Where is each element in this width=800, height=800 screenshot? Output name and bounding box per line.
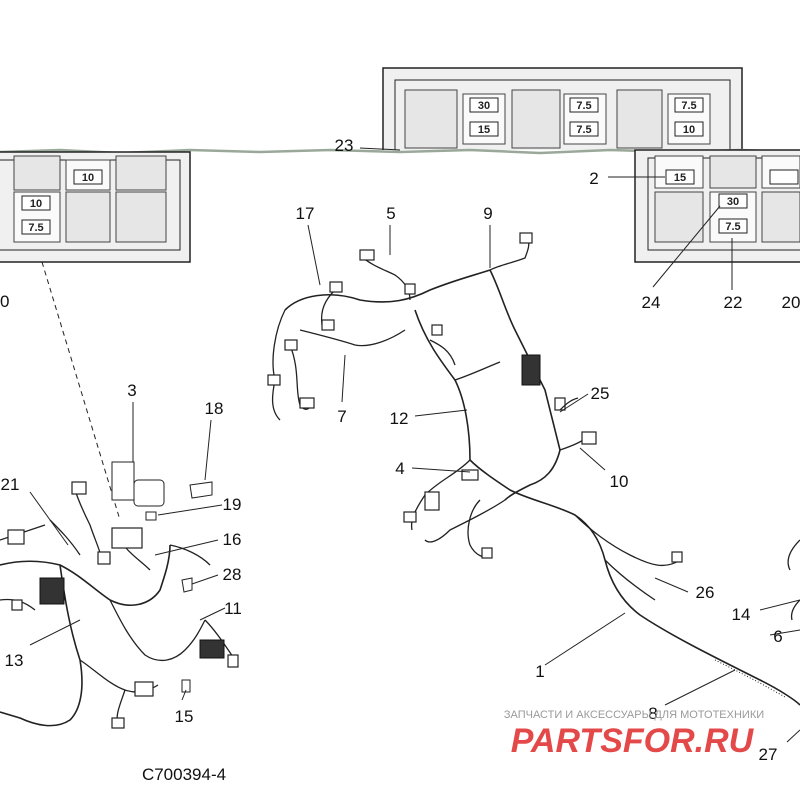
callout-21: 21	[1, 475, 20, 494]
callout-6: 6	[773, 627, 782, 646]
fuse-label: 30	[478, 100, 490, 112]
watermark-tagline: ЗАПЧАСТИ И АКСЕССУАРЫ ДЛЯ МОТОТЕХНИКИ	[504, 709, 764, 721]
fuse-label: 15	[674, 172, 686, 184]
callout-17: 17	[296, 204, 315, 223]
callout-18: 18	[205, 399, 224, 418]
callout-25: 25	[591, 384, 610, 403]
callout-23: 23	[335, 136, 354, 155]
harness-right-edge	[787, 539, 800, 621]
fuse-label: 7.5	[725, 221, 740, 233]
callout-13: 13	[5, 651, 24, 670]
callout-4: 4	[395, 459, 404, 478]
fuse-box-left: 10 10 7.5	[0, 151, 191, 263]
callout-20-left: 20	[0, 292, 9, 311]
callout-5: 5	[386, 204, 395, 223]
fuse-label: 10	[82, 172, 94, 184]
fuse-label: 7.5	[576, 100, 591, 112]
callout-26: 26	[696, 583, 715, 602]
projection-dashed-line	[41, 261, 121, 521]
fuse-label: 15	[478, 124, 490, 136]
harness-upper	[267, 232, 566, 461]
callout-28: 28	[223, 565, 242, 584]
callout-19: 19	[223, 495, 242, 514]
callout-14: 14	[732, 605, 751, 624]
callout-1: 1	[535, 662, 544, 681]
callout-7: 7	[337, 407, 346, 426]
fuse-label: 30	[727, 196, 739, 208]
callout-12: 12	[390, 409, 409, 428]
fuse-box-right: 15 30 7.5	[634, 149, 800, 263]
callout-15: 15	[175, 707, 194, 726]
fuse-label: 10	[683, 124, 695, 136]
watermark-logo: PARTSFOR.RU	[511, 722, 755, 760]
callout-10: 10	[610, 472, 629, 491]
fuse-label: 7.5	[681, 100, 696, 112]
callout-8: 8	[648, 704, 657, 723]
fuse-label: 10	[30, 198, 42, 210]
fuse-box-top: 30 15 7.5 7.5 7.5 10	[382, 67, 743, 150]
callout-22: 22	[724, 293, 743, 312]
callout-3: 3	[127, 381, 136, 400]
callout-16: 16	[223, 530, 242, 549]
watermark: ЗАПЧАСТИ И АКСЕССУАРЫ ДЛЯ МОТОТЕХНИКИ PA…	[504, 709, 764, 760]
harness-center	[403, 397, 800, 706]
fuse-label: 7.5	[28, 222, 43, 234]
callout-20-right: 20	[782, 293, 800, 312]
callout-24: 24	[642, 293, 661, 312]
callout-11: 11	[224, 599, 242, 618]
callout-9: 9	[483, 204, 492, 223]
fuse-puller-part	[111, 461, 135, 501]
callout-27: 27	[759, 745, 778, 764]
small-parts	[111, 461, 213, 693]
callouts: 1 2 3 4 5 6 7 8 9 10 11 12 13 14 15 16 1…	[0, 136, 800, 764]
drawing-number: C700394-4	[142, 765, 226, 784]
fuse-label: 7.5	[576, 124, 591, 136]
callout-2: 2	[589, 169, 598, 188]
leader-lines	[29, 147, 800, 743]
harness-lower-left	[0, 481, 239, 729]
